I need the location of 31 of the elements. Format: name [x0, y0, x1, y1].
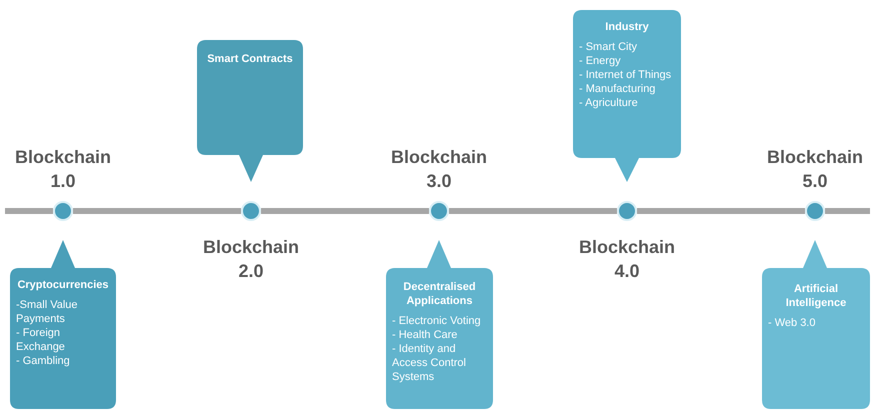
list-item: - Identity and Access Control Systems: [392, 342, 467, 384]
timeline-line: [73, 208, 241, 214]
callout-heading: Cryptocurrencies: [16, 278, 110, 292]
list-item: - Foreign Exchange: [16, 326, 66, 354]
list-item: -Small Value Payments: [16, 298, 79, 326]
timeline-dot: [805, 201, 825, 221]
list-item: - Agriculture: [579, 96, 639, 110]
callout-heading: Artificial Intelligence: [784, 282, 848, 310]
list-item: - Electronic Voting: [392, 314, 482, 328]
list-item: - Internet of Things: [579, 68, 672, 82]
list-item: - Smart City: [579, 40, 638, 54]
period-label: Blockchain 4.0: [578, 236, 676, 283]
callout-heading: Decentralised Applications: [402, 280, 477, 308]
list-item: - Health Care: [392, 328, 458, 342]
timeline-line: [637, 208, 805, 214]
timeline-dot: [53, 201, 73, 221]
timeline-line: [261, 208, 429, 214]
timeline-dot: [617, 201, 637, 221]
timeline-dot: [241, 201, 261, 221]
callout-heading: Smart Contracts: [206, 52, 294, 66]
list-item: - Gambling: [16, 354, 71, 368]
period-label: Blockchain 5.0: [766, 146, 864, 193]
list-item: - Manufacturing: [579, 82, 656, 96]
timeline-line: [449, 208, 617, 214]
list-item: - Energy: [579, 54, 622, 68]
period-label: Blockchain 3.0: [390, 146, 488, 193]
period-label: Blockchain 2.0: [202, 236, 300, 283]
callout-heading: Industry: [604, 20, 650, 34]
timeline-dot: [429, 201, 449, 221]
list-item: - Web 3.0: [768, 316, 816, 330]
period-label: Blockchain 1.0: [14, 146, 112, 193]
